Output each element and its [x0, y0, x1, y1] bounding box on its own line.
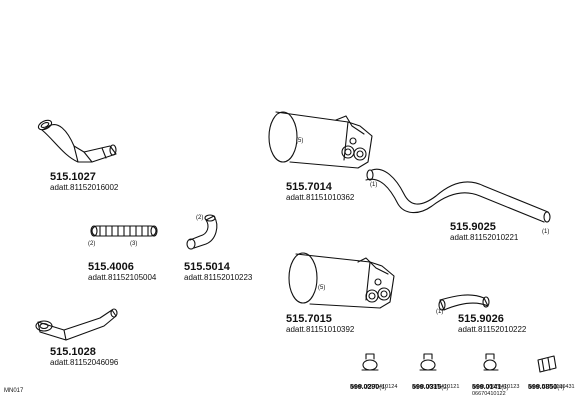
part-sub-515-9026: adatt.81152010222 [458, 325, 527, 334]
clamp-599-0315-drawing [419, 353, 437, 371]
part-sub-515-1027: adatt.81152016002 [50, 183, 119, 192]
clamp-code-599-0290: 599.0290 [350, 384, 380, 391]
hose-515-9026-drawing [438, 294, 490, 311]
part-code-515-5014: 515.5014 [184, 261, 230, 273]
clamp-code-599-0141: 599.0141 [472, 384, 502, 391]
clamp-code-599-0315: 599.0315 [412, 384, 442, 391]
flex-pipe-515-4006-drawing [90, 225, 158, 237]
reference-code: MN017 [4, 388, 24, 394]
elbow-515-5014-drawing [186, 214, 218, 250]
clamp-599-0290-drawing [361, 353, 379, 371]
clamp-qty-599-0315: (2) [441, 385, 449, 391]
callout-flex-left: (2) [88, 241, 96, 247]
part-code-515-9025: 515.9025 [450, 221, 496, 233]
front-pipe-515-1028-drawing [35, 308, 118, 341]
callout-muffler-top: (5) [296, 138, 304, 144]
clamp-label-599-0315: 599.0315(2) [412, 377, 449, 393]
part-sub-515-9025: adatt.81152010221 [450, 233, 519, 242]
part-sub-515-4006: adatt.81152105004 [88, 273, 157, 282]
callout-pipe-right: (1) [542, 229, 550, 235]
callout-elbow-small: (2) [196, 215, 204, 221]
callout-flex-right: (3) [130, 241, 138, 247]
clamp-sub-599-0290: adatt.06670410124 [350, 384, 398, 390]
part-sub-515-1028: adatt.81152046096 [50, 358, 119, 367]
clamp-qty-599-0141: (3) [501, 385, 509, 391]
clamp-code-599-0850: 599.0850 [528, 384, 558, 391]
tail-pipe-515-9025-drawing [365, 168, 551, 223]
part-sub-515-7015: adatt.81151010392 [286, 325, 355, 334]
part-sub-515-7014: adatt.81151010362 [286, 193, 355, 202]
front-pipe-515-1027-drawing [37, 119, 117, 163]
clamp-sub-599-0141: adatt.06670410123 [472, 384, 520, 390]
part-code-515-7015: 515.7015 [286, 313, 332, 325]
clamp-label-599-0850: 599.0850(4) [528, 377, 565, 393]
muffler-515-7015-drawing [288, 252, 395, 309]
part-code-515-1027: 515.1027 [50, 171, 96, 183]
clamp-sub2-599-0141: 06670410122 [472, 391, 506, 397]
callout-muffler-bottom: (5) [318, 285, 326, 291]
part-sub-515-5014: adatt.81152010223 [184, 273, 253, 282]
part-code-515-9026: 515.9026 [458, 313, 504, 325]
clamp-label-599-0141: 599.0141(3) [472, 377, 509, 393]
clamp-sub-599-0315: adatt.06670410121 [412, 384, 460, 390]
part-code-515-7014: 515.7014 [286, 181, 332, 193]
part-code-515-4006: 515.4006 [88, 261, 134, 273]
clamp-label-599-0290: 599.0290(1) [350, 377, 387, 393]
muffler-515-7014-drawing [268, 111, 373, 169]
clamp-sub-599-0850: adatt.81151100431 [528, 384, 575, 390]
clamp-599-0850-drawing [537, 355, 557, 373]
part-code-515-1028: 515.1028 [50, 346, 96, 358]
clamp-qty-599-0290: (1) [379, 385, 387, 391]
callout-pipe-left: (1) [370, 182, 378, 188]
clamp-599-0141-drawing [483, 353, 499, 371]
clamp-qty-599-0850: (4) [557, 385, 565, 391]
callout-hose-right: (1) [436, 309, 444, 315]
